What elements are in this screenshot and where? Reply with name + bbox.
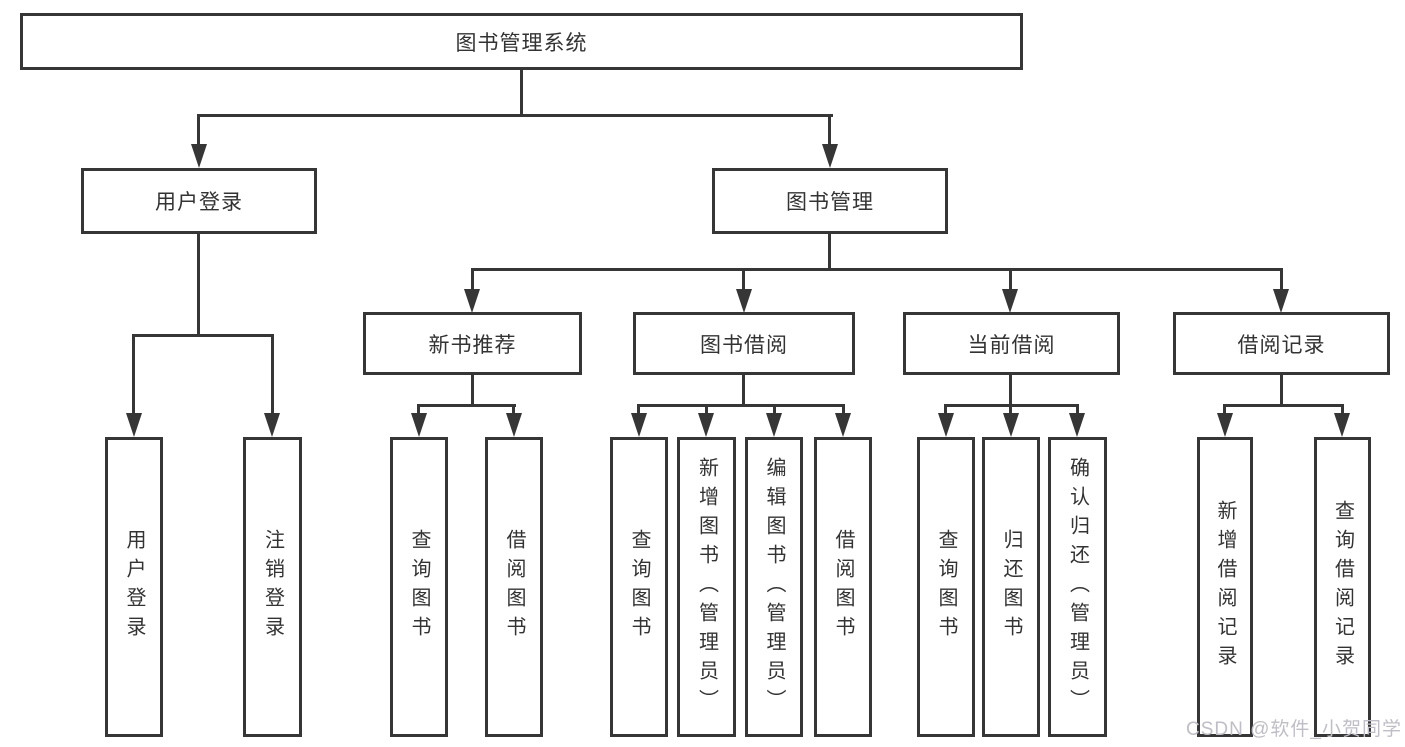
connector-current-borrow-stub xyxy=(1009,374,1012,407)
leaf-return-book: 归还图书 xyxy=(982,437,1040,737)
connector-to-leaf-borrow-book-1 xyxy=(512,404,515,415)
arrowhead-book-borrow xyxy=(736,289,752,313)
leaf-query-book-recommend-label: 查询图书 xyxy=(408,529,430,645)
node-new-book-recommend-label: 新书推荐 xyxy=(428,333,517,357)
leaf-logout-label: 注销登录 xyxy=(261,529,284,645)
leaf-logout: 注销登录 xyxy=(243,437,302,737)
node-user-login: 用户登录 xyxy=(81,168,317,234)
leaf-user-login-label: 用户登录 xyxy=(123,529,145,645)
arrowhead-leaf-confirm-return xyxy=(1069,413,1085,437)
leaf-query-book-current: 查询图书 xyxy=(917,437,975,737)
connector-to-new-book-recommend xyxy=(471,268,474,291)
leaf-add-borrow-record-label: 新增借阅记录 xyxy=(1214,500,1236,674)
connector-to-leaf-add-record xyxy=(1223,404,1226,415)
leaf-borrow-book: 借阅图书 xyxy=(814,437,872,737)
arrowhead-leaf-query-book-3 xyxy=(938,413,954,437)
arrowhead-new-book-recommend xyxy=(464,289,480,313)
connector-borrow-records-hline xyxy=(1223,404,1344,407)
leaf-confirm-return-label: 确认归还（管理员） xyxy=(1066,456,1089,718)
leaf-add-book: 新增图书（管理员） xyxy=(677,437,736,737)
arrowhead-book-management xyxy=(822,144,838,168)
arrowhead-borrow-records xyxy=(1273,289,1289,313)
node-book-borrow-label: 图书借阅 xyxy=(700,333,788,357)
leaf-query-borrow-record: 查询借阅记录 xyxy=(1314,437,1371,737)
arrowhead-user-login xyxy=(191,144,207,168)
connector-to-current-borrow xyxy=(1009,268,1012,291)
connector-to-leaf-query-record xyxy=(1341,404,1344,415)
leaf-query-borrow-record-label: 查询借阅记录 xyxy=(1331,500,1354,674)
connector-user-login-hline xyxy=(133,334,274,337)
node-book-management-label: 图书管理 xyxy=(786,191,874,214)
connector-borrow-records-stub xyxy=(1280,374,1283,407)
leaf-user-login: 用户登录 xyxy=(105,437,163,737)
node-current-borrow: 当前借阅 xyxy=(903,312,1120,375)
connector-root-stub xyxy=(520,69,523,116)
arrowhead-current-borrow xyxy=(1002,289,1018,313)
arrowhead-leaf-user-login xyxy=(126,413,142,437)
node-book-management: 图书管理 xyxy=(712,168,948,234)
connector-to-leaf-return-book xyxy=(1009,404,1012,415)
arrowhead-leaf-borrow-book-1 xyxy=(506,413,522,437)
connector-user-login-stub xyxy=(197,233,200,336)
arrowhead-leaf-query-book-1 xyxy=(411,413,427,437)
connector-root-hline xyxy=(197,114,833,117)
arrowhead-leaf-edit-book xyxy=(766,413,782,437)
arrowhead-leaf-borrow-book-2 xyxy=(835,413,851,437)
connector-to-leaf-confirm-return xyxy=(1076,404,1079,415)
node-borrow-records: 借阅记录 xyxy=(1173,312,1390,375)
connector-to-book-management xyxy=(828,114,831,146)
connector-to-borrow-records xyxy=(1280,268,1283,291)
leaf-return-book-label: 归还图书 xyxy=(1000,529,1022,645)
connector-book-mgmt-hline xyxy=(471,268,1282,271)
watermark-text: CSDN @软件_小贺同学 xyxy=(1186,719,1402,740)
arrowhead-leaf-return-book xyxy=(1003,413,1019,437)
connector-to-leaf-user-login xyxy=(132,334,135,414)
leaf-edit-book: 编辑图书（管理员） xyxy=(745,437,803,737)
leaf-borrow-book-recommend-label: 借阅图书 xyxy=(503,529,525,645)
connector-to-user-login xyxy=(197,114,200,146)
node-current-borrow-label: 当前借阅 xyxy=(967,333,1056,357)
connector-book-borrow-stub xyxy=(742,374,745,407)
arrowhead-leaf-logout xyxy=(264,413,280,437)
connector-to-leaf-logout xyxy=(271,334,274,414)
connector-recommend-hline xyxy=(417,404,516,407)
leaf-query-book-recommend: 查询图书 xyxy=(390,437,448,737)
leaf-edit-book-label: 编辑图书（管理员） xyxy=(763,456,785,718)
connector-to-leaf-query-book-1 xyxy=(417,404,420,415)
arrowhead-leaf-add-book xyxy=(698,413,714,437)
connector-book-borrow-hline xyxy=(637,404,845,407)
connector-to-leaf-borrow-book-2 xyxy=(842,404,845,415)
leaf-add-book-label: 新增图书（管理员） xyxy=(695,456,718,718)
leaf-confirm-return: 确认归还（管理员） xyxy=(1048,437,1107,737)
node-user-login-label: 用户登录 xyxy=(155,191,243,214)
arrowhead-leaf-query-book-2 xyxy=(631,413,647,437)
connector-to-leaf-query-book-3 xyxy=(944,404,947,415)
connector-to-leaf-add-book xyxy=(705,404,708,415)
connector-recommend-stub xyxy=(471,374,474,407)
node-root-label: 图书管理系统 xyxy=(455,31,588,55)
leaf-query-book-current-label: 查询图书 xyxy=(935,529,957,645)
connector-to-leaf-query-book-2 xyxy=(637,404,640,415)
arrowhead-leaf-add-record xyxy=(1217,413,1233,437)
leaf-query-book-borrow-label: 查询图书 xyxy=(628,529,650,645)
leaf-add-borrow-record: 新增借阅记录 xyxy=(1197,437,1253,737)
node-borrow-records-label: 借阅记录 xyxy=(1237,333,1326,357)
connector-book-mgmt-stub xyxy=(828,233,831,271)
leaf-borrow-book-recommend: 借阅图书 xyxy=(485,437,543,737)
node-root: 图书管理系统 xyxy=(20,13,1023,70)
leaf-borrow-book-label: 借阅图书 xyxy=(832,529,854,645)
arrowhead-leaf-query-record xyxy=(1334,413,1350,437)
node-book-borrow: 图书借阅 xyxy=(633,312,855,375)
connector-to-book-borrow xyxy=(742,268,745,291)
connector-to-leaf-edit-book xyxy=(773,404,776,415)
leaf-query-book-borrow: 查询图书 xyxy=(610,437,668,737)
node-new-book-recommend: 新书推荐 xyxy=(363,312,582,375)
